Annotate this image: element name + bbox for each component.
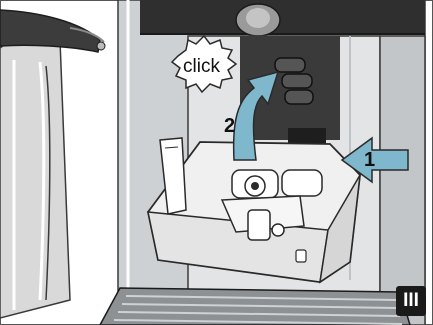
water-tank [0, 9, 106, 319]
burst-shape [170, 34, 238, 94]
figure-number-label: III [403, 290, 419, 311]
brew-tray [147, 137, 361, 284]
arrow-2 [232, 70, 280, 161]
step-number-1: 1 [364, 149, 375, 171]
click-label: click [183, 56, 220, 77]
click-callout: click [170, 34, 238, 94]
figure-number-badge: III [396, 286, 426, 316]
step-number-2: 2 [224, 115, 235, 137]
drip-tray [99, 287, 411, 325]
arrow-1 [340, 136, 409, 184]
